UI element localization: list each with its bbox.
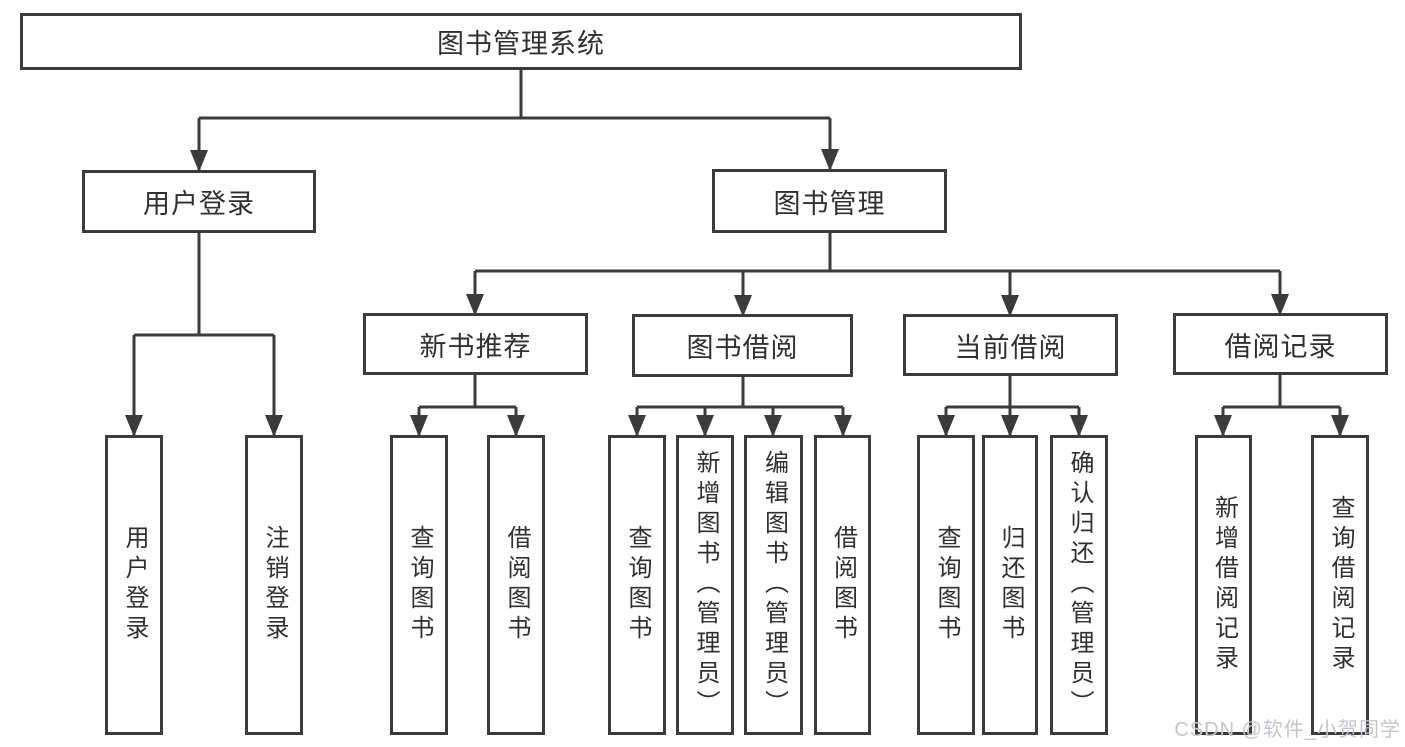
node-label: 新增借阅记录 (1210, 495, 1238, 675)
node-label: 借阅记录 (1224, 331, 1337, 362)
node-label: 图书管理系统 (437, 29, 605, 59)
node-library-system: 图书管理系统 (20, 13, 1022, 70)
leaf-logout: 注销登录 (245, 435, 303, 735)
node-label: 新增图书（管理员） (692, 450, 719, 720)
node-label: 查询图书 (933, 525, 960, 645)
node-label: 查询图书 (624, 525, 651, 645)
node-label: 当前借阅 (954, 332, 1067, 363)
leaf-edit-book-admin: 编辑图书（管理员） (744, 435, 803, 735)
node-user-login: 用户登录 (82, 170, 316, 233)
csdn-watermark: CSDN @软件_小贺同学 (1174, 719, 1401, 741)
leaf-confirm-return-admin: 确认归还（管理员） (1050, 435, 1108, 735)
node-label: 编辑图书（管理员） (760, 450, 788, 720)
leaf-borrow-books-recommend: 借阅图书 (487, 435, 545, 735)
node-label: 归还图书 (997, 525, 1024, 645)
node-new-book-recommend: 新书推荐 (363, 313, 588, 375)
node-label: 注销登录 (261, 525, 288, 645)
node-borrow-records: 借阅记录 (1173, 313, 1388, 375)
node-label: 用户登录 (121, 525, 148, 645)
node-label: 查询图书 (406, 525, 433, 645)
leaf-add-book-admin: 新增图书（管理员） (676, 435, 734, 735)
node-label: 借阅图书 (829, 525, 857, 645)
leaf-borrow-books: 借阅图书 (814, 435, 871, 735)
node-label: 图书管理 (773, 188, 886, 219)
node-label: 查询借阅记录 (1327, 495, 1354, 675)
leaf-query-books-recommend: 查询图书 (390, 435, 448, 735)
node-label: 图书借阅 (686, 333, 799, 363)
node-label: 借阅图书 (503, 525, 530, 645)
node-book-borrow: 图书借阅 (632, 314, 853, 377)
node-label: 新书推荐 (419, 331, 532, 362)
leaf-user-login: 用户登录 (105, 435, 163, 735)
leaf-query-borrow-record: 查询借阅记录 (1311, 435, 1369, 735)
node-label: 用户登录 (143, 189, 255, 219)
leaf-return-book: 归还图书 (982, 435, 1038, 735)
node-current-borrow: 当前借阅 (903, 314, 1118, 376)
leaf-add-borrow-record: 新增借阅记录 (1195, 435, 1252, 735)
node-book-management: 图书管理 (712, 169, 947, 233)
leaf-query-books-current: 查询图书 (917, 435, 975, 735)
node-label: 确认归还（管理员） (1066, 450, 1093, 720)
leaf-query-books-borrow: 查询图书 (608, 435, 666, 735)
